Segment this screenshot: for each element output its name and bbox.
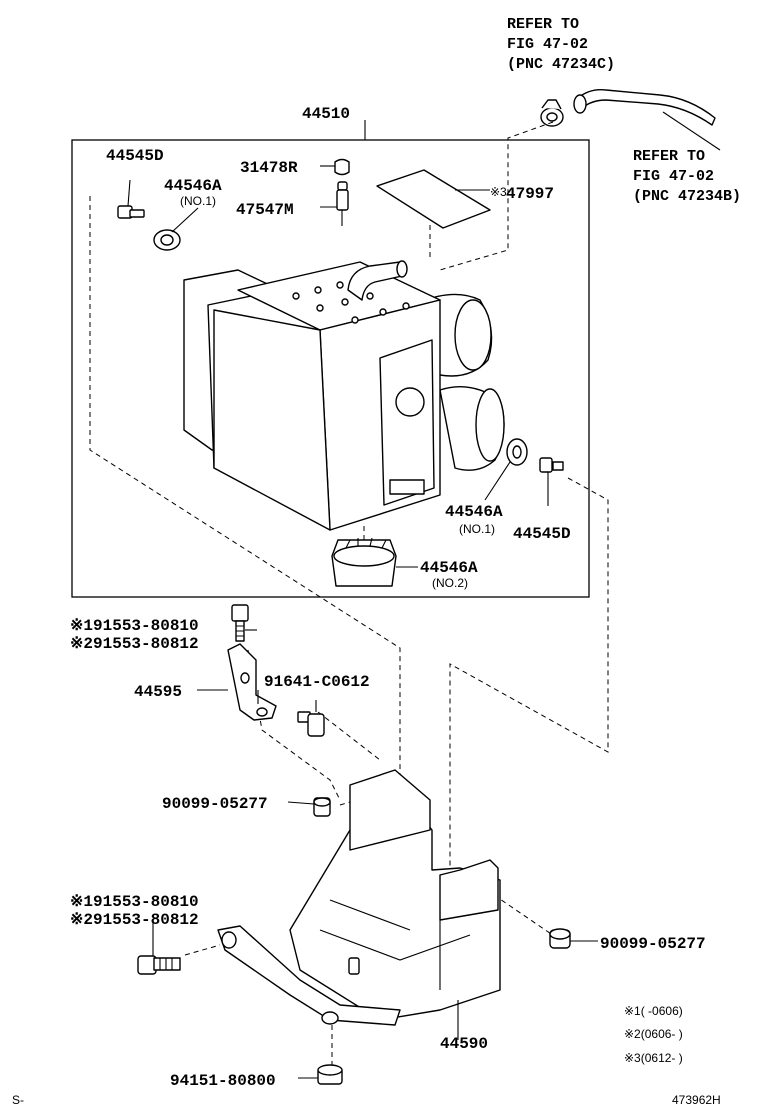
nipple-47547m [336,181,349,226]
date-notes: ※1( -0606) ※2(0606- ) ※3(0612- ) [624,1004,683,1065]
refer-top-line1: REFER TO [507,16,579,33]
refer-top-note: REFER TO FIG 47-02 (PNC 47234C) [507,16,615,73]
part-number-91553-a2: ※291553-80812 [70,635,199,653]
part-note-44546a-top: (NO.1) [180,194,216,208]
footer-prefix: S- [12,1093,24,1107]
nut-94151 [317,1064,343,1085]
brake-hose [573,88,721,151]
bolt-44545d-mid [539,457,564,506]
part-number-91641: 91641-C0612 [264,673,370,691]
bolt-91553-lower [137,955,181,975]
grommet-44546a-mid [506,438,528,466]
part-number-44546a-top: 44546A [164,177,222,195]
hose-clip [540,99,564,127]
note-mark-47997: ※3 [490,185,507,199]
bracket-44590 [217,769,501,1026]
bolt-91641 [297,700,325,737]
part-number-31478r: 31478R [240,159,298,177]
part-number-91553-b2: ※291553-80812 [70,911,199,929]
part-note-44546a-mid: (NO.1) [459,522,495,536]
nut-90099-left [313,797,331,817]
part-number-44510: 44510 [302,105,350,123]
refer-top-line2: FIG 47-02 [507,36,588,53]
nut-90099-right [549,928,571,949]
note-1: ※1( -0606) [624,1004,683,1018]
bolt-44545d-top [117,179,145,219]
leader-lines [152,120,598,1079]
part-number-90099-left: 90099-05277 [162,795,268,813]
note-3: ※3(0612- ) [624,1051,683,1065]
part-number-47997: 47997 [506,185,554,203]
refer-right-line1: REFER TO [633,148,705,165]
note-2: ※2(0606- ) [624,1027,683,1041]
cap-31478r [334,158,350,176]
part-number-91553-b1: ※191553-80810 [70,893,199,911]
label-pad-47997 [376,169,491,229]
part-number-44590: 44590 [440,1035,488,1053]
part-number-90099-right: 90099-05277 [600,935,706,953]
figure-code: 473962H [672,1093,721,1107]
bolt-91553-upper [231,604,249,642]
refer-right-note: REFER TO FIG 47-02 (PNC 47234B) [633,148,741,205]
part-number-44595: 44595 [134,683,182,701]
part-note-44546a-bottom: (NO.2) [432,576,468,590]
part-number-91553-a1: ※191553-80810 [70,617,199,635]
part-number-44545d-mid: 44545D [513,525,571,543]
grommet-44546a-top [153,229,181,251]
bracket-44595 [227,643,277,721]
assembly-frame [71,139,590,598]
refer-top-line3: (PNC 47234C) [507,56,615,73]
refer-right-line3: (PNC 47234B) [633,188,741,205]
abs-actuator-body [183,260,505,531]
part-number-44546a-mid: 44546A [445,503,503,521]
grommet-44546a-bottom [331,537,397,587]
part-number-47547m: 47547M [236,201,294,219]
part-number-94151: 94151-80800 [170,1072,276,1090]
part-number-44546a-bottom: 44546A [420,559,478,577]
refer-right-line2: FIG 47-02 [633,168,714,185]
part-number-44545d-top: 44545D [106,147,164,165]
